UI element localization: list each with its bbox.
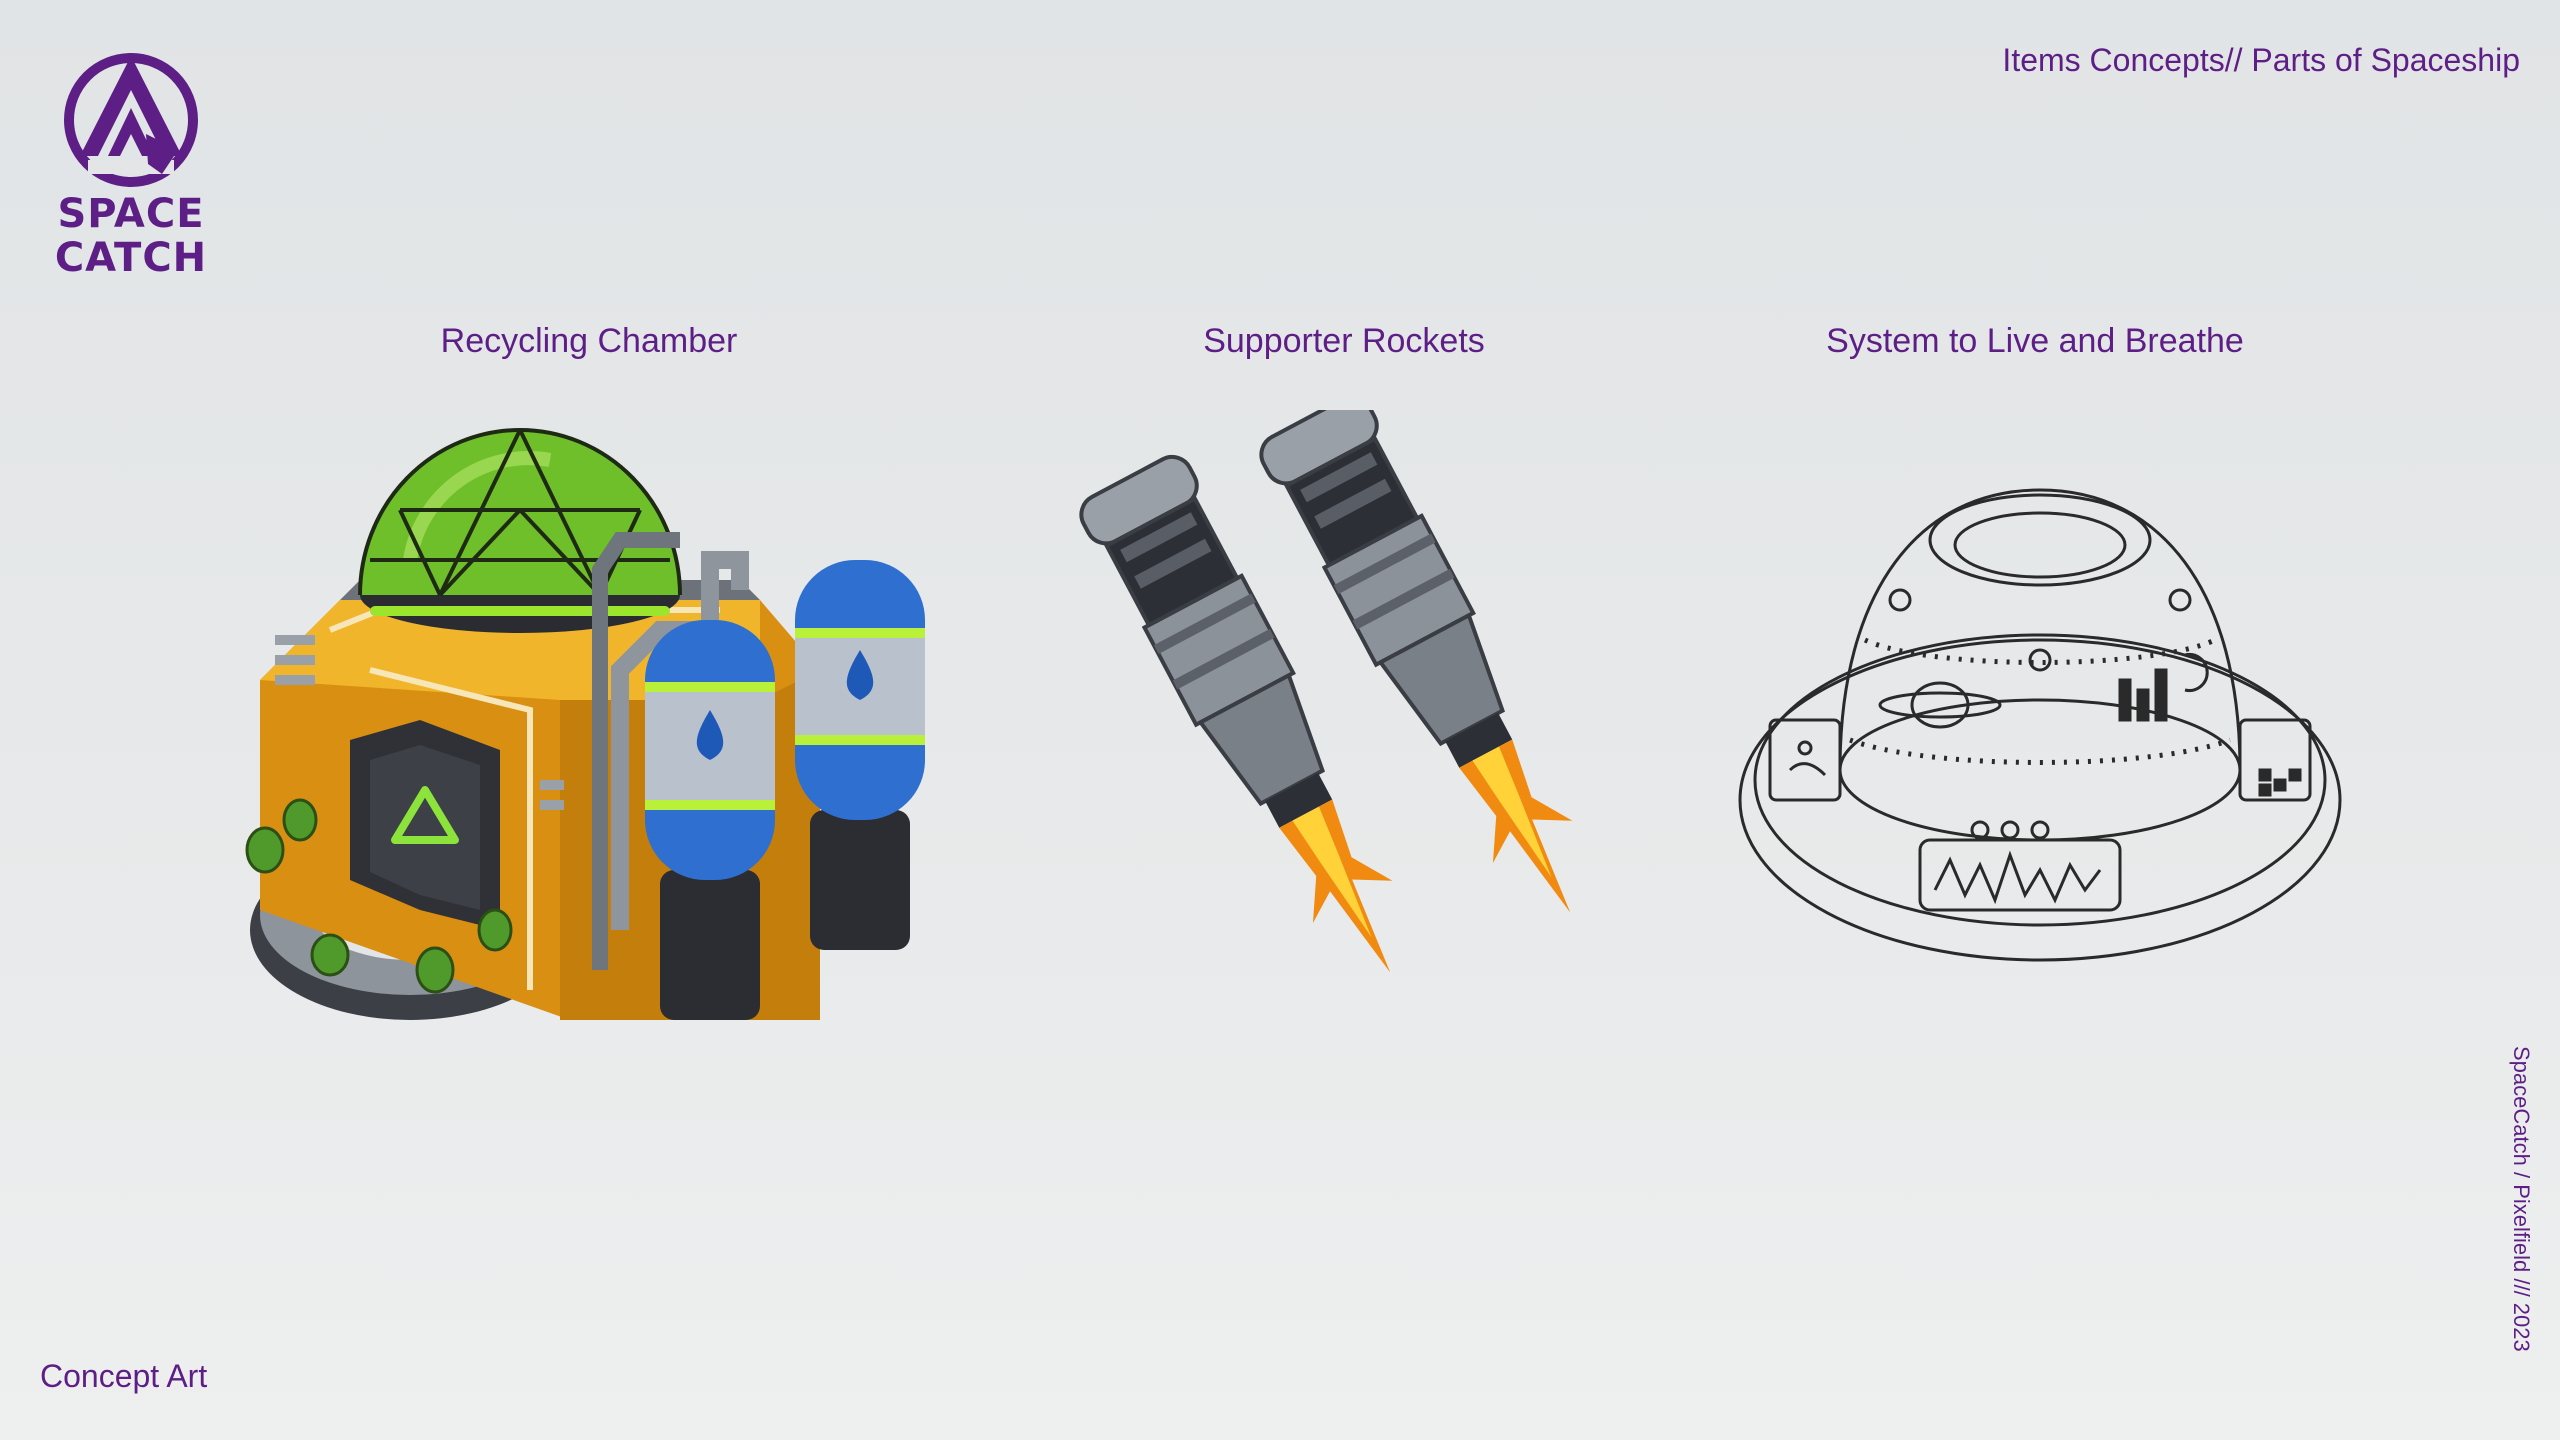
item-caption-recycling: Recycling Chamber bbox=[440, 322, 738, 360]
brand-name-line2: CATCH bbox=[54, 235, 208, 281]
recycling-chamber-art bbox=[245, 428, 925, 1020]
brand-logo: SPACE CATCH bbox=[36, 48, 226, 278]
water-drop-icon bbox=[846, 650, 874, 700]
item-caption-rockets: Supporter Rockets bbox=[1203, 322, 1485, 360]
recycle-icon bbox=[391, 786, 459, 844]
section-title: Items Concepts// Parts of Spaceship bbox=[2002, 42, 2520, 78]
supporter-rockets-art bbox=[1079, 410, 1573, 973]
footer-category: Concept Art bbox=[40, 1358, 208, 1394]
water-drop-icon bbox=[696, 710, 724, 760]
credit-line: SpaceCatch / Pixelfield /// 2023 bbox=[2509, 1046, 2534, 1352]
item-caption-life-support: System to Live and Breathe bbox=[1826, 322, 2244, 360]
space-catch-emblem-icon bbox=[64, 53, 198, 187]
brand-name-line1: SPACE bbox=[57, 191, 205, 237]
life-support-capsule-art bbox=[1738, 488, 2342, 962]
